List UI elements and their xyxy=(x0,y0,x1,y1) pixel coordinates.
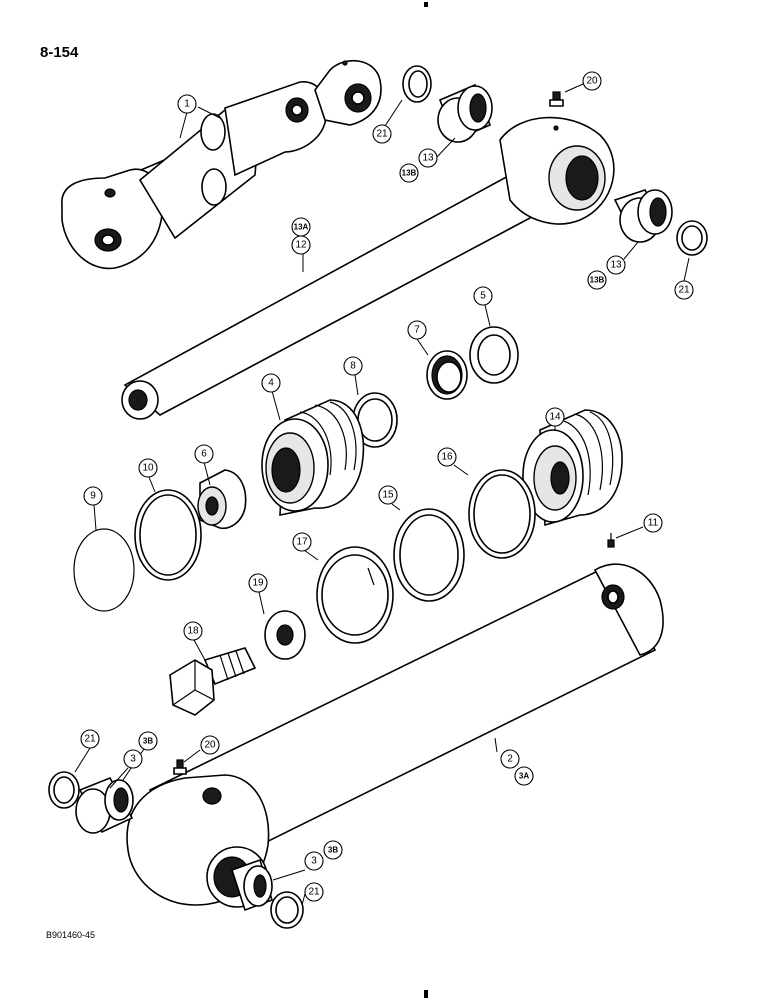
callout-21-lower-left: 21 xyxy=(80,729,100,749)
bushing-right-part xyxy=(613,189,673,243)
svg-text:21: 21 xyxy=(308,887,320,898)
lock-nut-part xyxy=(197,469,247,530)
svg-text:13B: 13B xyxy=(402,169,417,178)
svg-text:14: 14 xyxy=(549,412,561,423)
bolt-part xyxy=(169,647,257,716)
callout-13-upper: 13 xyxy=(418,148,438,168)
grease-fitting-upper-part xyxy=(549,91,564,107)
edge-mark-bottom xyxy=(424,990,428,998)
svg-text:18: 18 xyxy=(187,626,199,637)
callout-6: 6 xyxy=(194,444,214,464)
callout-12: 12 xyxy=(291,235,311,255)
svg-text:21: 21 xyxy=(678,285,690,296)
svg-text:5: 5 xyxy=(480,291,486,302)
cylinder-assembly-part xyxy=(61,59,382,270)
page-number-label: 8-154 xyxy=(40,44,79,61)
svg-text:6: 6 xyxy=(201,449,207,460)
bushing-lower-right-part xyxy=(230,858,273,912)
grease-fitting-lower-part xyxy=(173,759,187,775)
callout-20-lower: 20 xyxy=(200,735,220,755)
callout-21-upper: 21 xyxy=(372,124,392,144)
callout-20-upper: 20 xyxy=(582,71,602,91)
callout-3a: 3A xyxy=(514,766,534,786)
callout-15: 15 xyxy=(378,485,398,505)
svg-text:16: 16 xyxy=(441,452,453,463)
ring-lower-left-part xyxy=(48,771,80,809)
svg-text:3B: 3B xyxy=(328,846,338,855)
ring-upper-part xyxy=(402,65,432,103)
piston-part xyxy=(522,409,623,527)
svg-text:11: 11 xyxy=(648,518,659,529)
svg-text:3B: 3B xyxy=(143,737,153,746)
svg-text:1: 1 xyxy=(184,99,190,110)
wiper-seal-part xyxy=(469,326,519,384)
cylinder-barrel-part xyxy=(126,563,664,908)
callout-2: 2 xyxy=(500,749,520,769)
callout-10: 10 xyxy=(138,458,158,478)
leader-lines xyxy=(74,83,690,906)
svg-text:13B: 13B xyxy=(590,276,605,285)
svg-text:7: 7 xyxy=(414,325,420,336)
svg-text:2: 2 xyxy=(507,754,513,765)
svg-text:13A: 13A xyxy=(294,223,309,232)
rod-seal-part xyxy=(426,350,468,400)
split-ring-part xyxy=(316,546,394,644)
callout-7: 7 xyxy=(407,320,427,340)
svg-text:19: 19 xyxy=(252,578,264,589)
callout-13b-right: 13B xyxy=(587,270,607,290)
wear-ring-part xyxy=(468,469,536,559)
svg-text:3: 3 xyxy=(130,754,136,765)
backup-ring-part xyxy=(352,392,398,448)
svg-text:8: 8 xyxy=(350,361,356,372)
svg-text:20: 20 xyxy=(204,740,216,751)
callout-11: 11 xyxy=(643,513,663,533)
callout-3b-left: 3B xyxy=(138,731,158,751)
svg-text:4: 4 xyxy=(268,378,274,389)
callout-16: 16 xyxy=(437,447,457,467)
bushing-upper-part xyxy=(437,83,493,143)
callout-5: 5 xyxy=(473,286,493,306)
callout-3-right: 3 xyxy=(304,851,324,871)
svg-text:3: 3 xyxy=(311,856,317,867)
callout-14: 14 xyxy=(545,407,565,427)
bushing-lower-left-part xyxy=(75,776,134,834)
gland-part xyxy=(261,399,365,516)
callout-17: 17 xyxy=(292,532,312,552)
callout-1: 1 xyxy=(177,94,197,114)
screw-part xyxy=(607,533,615,548)
callout-18: 18 xyxy=(183,621,203,641)
svg-text:13: 13 xyxy=(610,260,622,271)
ring-right-part xyxy=(676,220,708,256)
svg-text:21: 21 xyxy=(84,734,96,745)
callout-9: 9 xyxy=(83,486,103,506)
ring-lower-right-part xyxy=(270,891,304,929)
callout-3-left: 3 xyxy=(123,749,143,769)
svg-text:15: 15 xyxy=(382,490,394,501)
svg-text:17: 17 xyxy=(296,537,308,548)
svg-text:13: 13 xyxy=(422,153,434,164)
callout-13a: 13A xyxy=(291,217,311,237)
callout-4: 4 xyxy=(261,373,281,393)
callout-8: 8 xyxy=(343,356,363,376)
callout-21-right: 21 xyxy=(674,280,694,300)
svg-text:10: 10 xyxy=(142,463,154,474)
svg-text:3A: 3A xyxy=(519,772,529,781)
drawing-reference-code: B901460-45 xyxy=(46,930,96,940)
callout-13b-upper: 13B xyxy=(399,163,419,183)
o-ring-large-part xyxy=(73,528,135,612)
svg-text:9: 9 xyxy=(90,491,96,502)
edge-mark-top xyxy=(424,2,428,7)
piston-seal-ring-part xyxy=(134,489,202,581)
washer-part xyxy=(264,610,306,660)
callout-19: 19 xyxy=(248,573,268,593)
seal-ring-part xyxy=(393,508,465,602)
svg-text:21: 21 xyxy=(376,129,388,140)
piston-rod-part xyxy=(121,116,615,420)
svg-text:12: 12 xyxy=(295,240,307,251)
callout-13-right: 13 xyxy=(606,255,626,275)
callout-3b-right: 3B xyxy=(323,840,343,860)
callout-21-lower-right: 21 xyxy=(304,882,324,902)
svg-text:20: 20 xyxy=(586,76,598,87)
